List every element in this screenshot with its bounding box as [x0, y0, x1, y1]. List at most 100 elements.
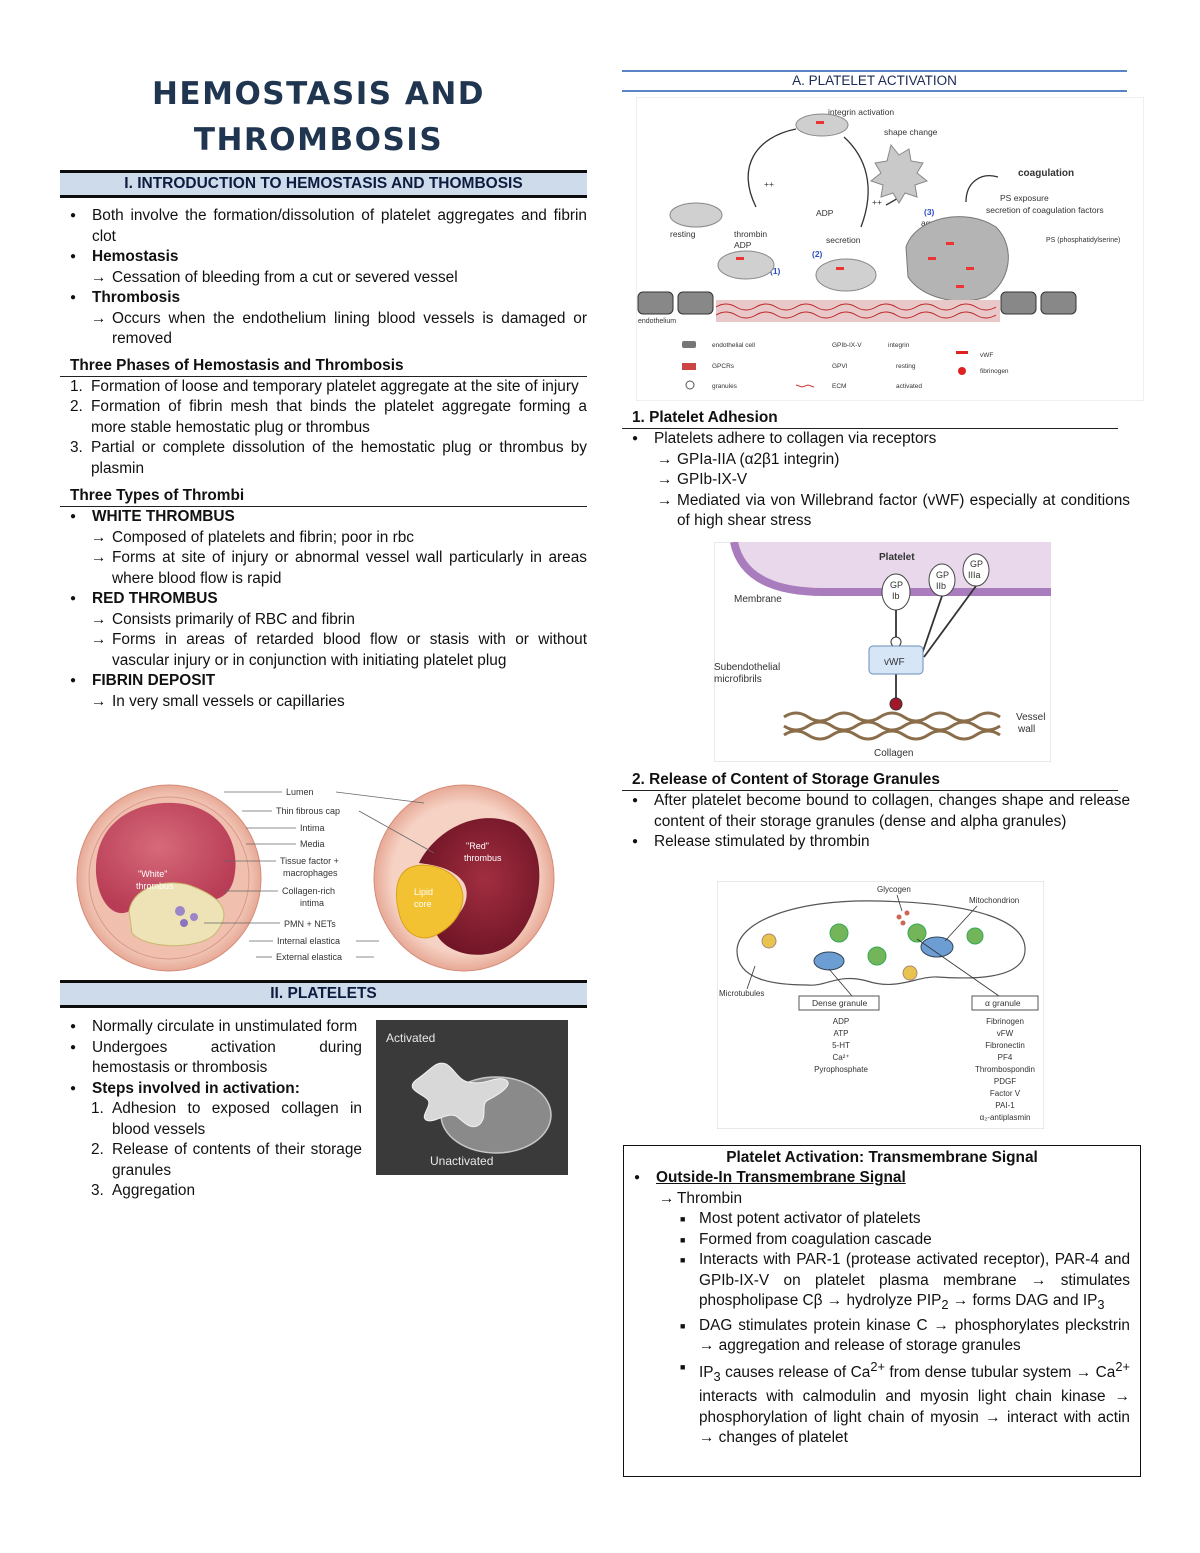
list-item: Thrombosis — [60, 288, 587, 309]
legend-label: integrin — [888, 342, 910, 349]
legend-label: GPIb-IX-V — [832, 342, 862, 349]
red-thrombus-label: "Red" — [466, 841, 489, 851]
alpha-item: Fibrinogen — [986, 1017, 1024, 1026]
title-line-1: HEMOSTASIS AND — [151, 76, 486, 112]
coagulation-label: coagulation — [1018, 168, 1074, 179]
collagen-label: Collagen — [874, 748, 913, 759]
list-item: 3.Aggregation — [91, 1182, 196, 1199]
alpha-granule-box — [971, 995, 1039, 1011]
secreting-platelet — [815, 258, 877, 292]
fig-label: Thin fibrous cap — [276, 806, 340, 816]
dense-item: ATP — [834, 1029, 849, 1038]
left-lumen — [95, 802, 236, 914]
alpha-item: Fibronectin — [985, 1041, 1025, 1050]
sub-item: DAG stimulates protein kinase C → phosph… — [624, 1316, 1140, 1357]
integrin-platelet — [795, 113, 849, 137]
shape-change-label: shape change — [884, 127, 938, 137]
platelets-list-wrap: Normally circulate in unstimulated form … — [60, 1017, 362, 1202]
white-thrombus-label-2: thrombus — [136, 881, 174, 891]
list-item: 1.Formation of loose and temporary plate… — [70, 377, 579, 395]
legend-label: fibrinogen — [980, 368, 1009, 375]
sub-item: IP3 causes release of Ca2+ from dense tu… — [624, 1357, 1140, 1449]
fig-label: Tissue factor + — [280, 856, 339, 866]
gp-label: Ib — [892, 591, 900, 601]
wall-label: wall — [1017, 724, 1035, 735]
arrow-item: GPIa-IIA (α2β1 integrin) — [622, 450, 1118, 471]
resting-label: resting — [670, 229, 696, 239]
thrombus-figure: "White" thrombus "Red" thrombus Lipid co… — [76, 784, 555, 972]
list-item: Both involve the formation/dissolution o… — [60, 206, 587, 247]
list-item: FIBRIN DEPOSIT — [60, 671, 587, 692]
microtubules-label: Microtubules — [719, 989, 764, 998]
lipid-label: Lipid — [414, 887, 433, 897]
legend-label: vWF — [980, 352, 993, 359]
step-1-label: (1) — [770, 266, 781, 276]
arrow-item: Mediated via von Willebrand factor (vWF)… — [622, 491, 1130, 532]
arrow-item: Thrombin — [624, 1189, 1140, 1210]
arrow-item: Occurs when the endothelium lining blood… — [60, 309, 587, 350]
membrane-label: Membrane — [734, 594, 782, 605]
aggregate-cluster — [905, 216, 1009, 302]
fig-label: Internal elastica — [277, 936, 340, 946]
release-section: 2. Release of Content of Storage Granule… — [622, 770, 1130, 853]
arrow-item: Forms at site of injury or abnormal vess… — [60, 548, 587, 589]
integrin-label: integrin activation — [828, 107, 894, 117]
alpha-item: PF4 — [998, 1053, 1013, 1062]
glycogen-label: Glycogen — [877, 885, 911, 894]
fig-label: Collagen-rich — [282, 886, 335, 896]
section-header-intro: I. INTRODUCTION TO HEMOSTASIS AND THOMBO… — [60, 170, 587, 198]
types-list: WHITE THROMBUS — [60, 507, 587, 528]
platelet-photo: Activated Unactivated — [376, 1020, 568, 1175]
secretion-label: secretion of coagulation factors — [986, 205, 1104, 215]
alpha-item: Factor V — [990, 1089, 1021, 1098]
list-item: Release stimulated by thrombin — [622, 832, 1130, 853]
alpha-item: Thrombospondin — [975, 1065, 1035, 1074]
vwf-label: vWF — [884, 657, 905, 668]
list-item: 2.Formation of fibrin mesh that binds th… — [70, 398, 587, 436]
title-line-2: THROMBOSIS — [193, 122, 444, 158]
thrombin-label: thrombin — [734, 229, 767, 239]
sub-item: Most potent activator of platelets — [624, 1209, 1140, 1230]
dense-granule-box — [798, 995, 880, 1011]
arrow-item: Composed of platelets and fibrin; poor i… — [60, 528, 587, 549]
gp-label: GP — [936, 570, 949, 580]
intro-list: Both involve the formation/dissolution o… — [60, 206, 587, 268]
gp-label: IIIa — [968, 570, 981, 580]
arrow-item: Forms in areas of retarded blood flow or… — [60, 630, 587, 671]
figure-labels: Lumen Thin fibrous cap Intima Media Tiss… — [276, 787, 342, 962]
fig-label: intima — [300, 898, 324, 908]
alpha-granule-label: α granule — [985, 998, 1021, 1008]
adp-label: ADP — [734, 240, 752, 250]
arrow-item: Consists primarily of RBC and fibrin — [60, 610, 587, 631]
secretion-word: secretion — [826, 235, 861, 245]
collagen-fibers — [783, 711, 1001, 741]
adp-label-2: ADP — [816, 208, 834, 218]
sub-item: Interacts with PAR-1 (protease activated… — [624, 1250, 1140, 1316]
shape-change-platelet — [869, 143, 929, 204]
plus-label: ++ — [764, 179, 774, 189]
box-list: Outside-In Transmembrane Signal — [624, 1168, 1140, 1189]
dense-item: Ca²⁺ — [832, 1053, 849, 1062]
section-header-platelets: II. PLATELETS — [60, 980, 587, 1008]
fig-label: Lumen — [286, 787, 314, 797]
types-heading: Three Types of Thrombi — [60, 486, 587, 507]
step-2-label: (2) — [812, 249, 823, 259]
vwf-box — [868, 645, 924, 675]
adhering-platelet — [717, 250, 775, 280]
steps-list: 1.Adhesion to exposed collagen in blood … — [82, 1099, 362, 1202]
list-item: Platelets adhere to collagen via recepto… — [622, 429, 1118, 450]
alpha-granule-contents: Fibrinogen vFW Fibronectin PF4 Thrombosp… — [975, 1017, 1035, 1122]
ps-label: PS exposure — [1000, 193, 1049, 203]
red-thrombus — [419, 818, 540, 955]
types-list: RED THROMBUS — [60, 589, 587, 610]
list-item: Normally circulate in unstimulated form — [60, 1017, 362, 1038]
plus-label-2: ++ — [872, 197, 882, 207]
microfibrils-label: microfibrils — [714, 674, 762, 685]
adhesion-heading: 1. Platelet Adhesion — [622, 408, 1118, 429]
dense-granule-label: Dense granule — [812, 998, 868, 1008]
fig-label: Media — [300, 839, 325, 849]
legend-label: activated — [896, 383, 922, 390]
phases-heading: Three Phases of Hemostasis and Thrombosi… — [60, 356, 587, 377]
intro-list-2: Thrombosis — [60, 288, 587, 309]
box-title: Platelet Activation: Transmembrane Signa… — [726, 1149, 1038, 1166]
